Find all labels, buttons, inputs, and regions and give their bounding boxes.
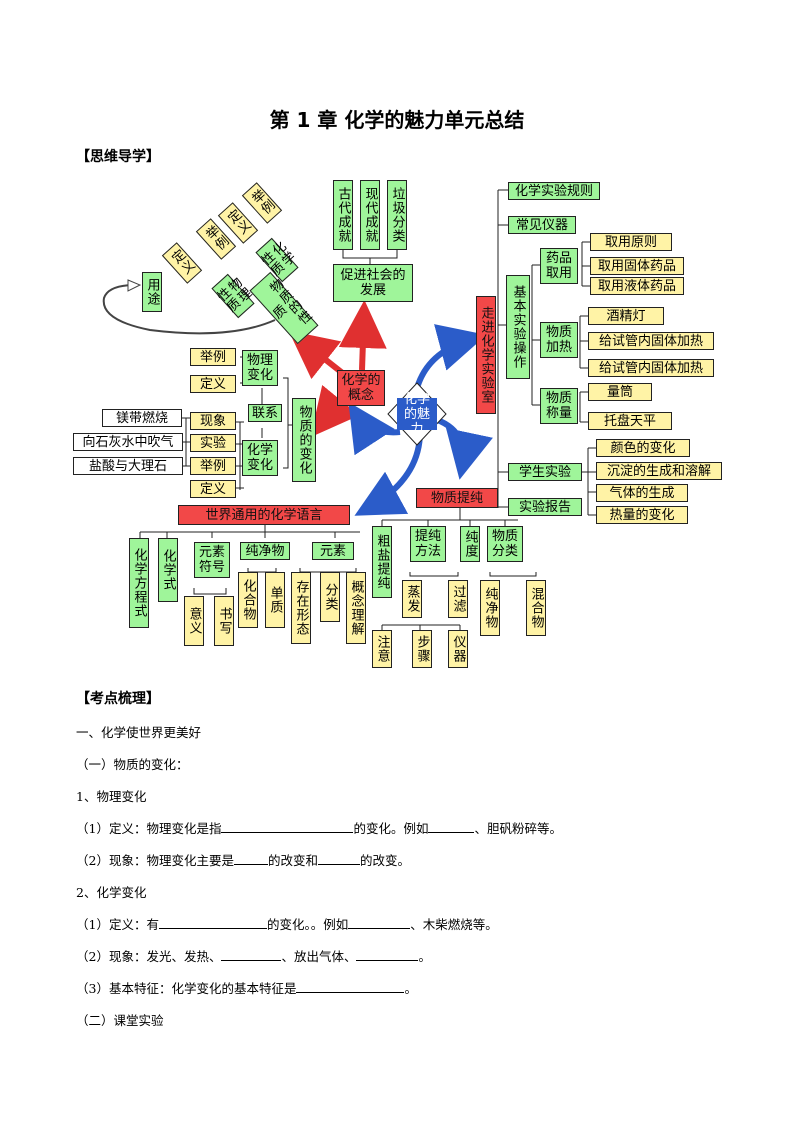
writing: 书写 [214, 596, 234, 646]
chem-example: 举例 [190, 457, 236, 475]
take-liquid: 取用液体药品 [590, 277, 684, 295]
example-limewater: 向石灰水中吹气 [73, 433, 183, 451]
purify-method: 提纯方法 [410, 526, 446, 562]
promote-society: 促进社会的发展 [333, 264, 413, 302]
salt-purify: 粗盐提纯 [372, 526, 392, 598]
substance-classify: 物质分类 [487, 526, 523, 562]
text-line-10: （二）课堂实验 [76, 1013, 164, 1028]
heat-solid-2: 给试管内固体加热 [588, 359, 714, 377]
heat-solid-1: 给试管内固体加热 [588, 332, 714, 350]
example-magnesium: 镁带燃烧 [102, 409, 182, 427]
color-change: 颜色的变化 [596, 439, 690, 457]
mind-map: 古代成就 现代成就 垃圾分类 促进社会的发展 化学的概念 化学的魅力 走进化学实… [0, 170, 794, 680]
weigh-substance: 物质称量 [540, 388, 578, 424]
history-garbage: 垃圾分类 [387, 180, 407, 250]
text-line-6: 2、化学变化 [76, 885, 147, 900]
text-line-5: （2）现象：物理变化主要是的改变和的改变。 [76, 853, 410, 868]
text-line-3: 1、物理变化 [76, 789, 147, 804]
heat-substance: 物质加热 [540, 322, 578, 358]
purity: 纯度 [460, 526, 480, 562]
relation: 联系 [248, 404, 282, 422]
precipitate-change: 沉淀的生成和溶解 [596, 462, 722, 480]
element-symbol: 元素符号 [194, 542, 230, 578]
text-line-8: （2）现象：发光、发热、、放出气体、。 [76, 949, 431, 964]
basic-operations: 基本实验操作 [506, 275, 530, 379]
chemistry-language: 世界通用的化学语言 [178, 505, 350, 525]
student-experiment: 学生实验 [508, 463, 582, 481]
meaning: 意义 [184, 596, 204, 646]
classification: 分类 [320, 572, 340, 622]
section-heading-mindmap: 【思维导学】 [76, 149, 160, 165]
steps: 步骤 [412, 630, 432, 668]
mixture-class: 混合物 [526, 580, 546, 636]
enter-lab: 走进化学实验室 [476, 296, 496, 414]
phys-example: 举例 [190, 348, 236, 366]
chemical-equation: 化学方程式 [129, 538, 149, 628]
chemistry-charm: 化学的魅力 [397, 392, 437, 437]
text-line-9: （3）基本特征：化学变化的基本特征是。 [76, 981, 417, 996]
experiment-report: 实验报告 [508, 498, 582, 516]
balance: 托盘天平 [588, 412, 672, 430]
compound: 化合物 [238, 572, 258, 628]
substance-change: 物质的变化 [292, 398, 316, 482]
alcohol-lamp: 酒精灯 [588, 307, 664, 325]
take-solid: 取用固体药品 [590, 257, 684, 275]
history-modern: 现代成就 [360, 180, 380, 250]
pure-substance-class: 纯净物 [480, 580, 500, 636]
lab-rules: 化学实验规则 [508, 182, 600, 200]
phys-definition: 定义 [190, 375, 236, 393]
heat-change: 热量的变化 [596, 506, 688, 524]
concept-understanding: 概念理解 [346, 572, 366, 644]
gas-generation: 气体的生成 [596, 484, 688, 502]
filter: 过滤 [448, 580, 468, 618]
text-line-2: （一）物质的变化： [76, 757, 189, 772]
history-ancient: 古代成就 [333, 180, 353, 250]
example-marble: 盐酸与大理石 [73, 457, 183, 475]
chem-experiment: 实验 [190, 434, 236, 452]
usage: 用途 [142, 272, 162, 312]
chemical-change: 化学变化 [242, 440, 278, 476]
chem-phenomenon: 现象 [190, 412, 236, 430]
measuring-cylinder: 量筒 [588, 383, 652, 401]
evaporate: 蒸发 [402, 580, 422, 618]
substance-purify: 物质提纯 [416, 488, 498, 508]
element: 元素 [312, 542, 354, 560]
chem-definition: 定义 [190, 480, 236, 498]
text-line-7: （1）定义：有的变化。。例如、木柴燃烧等。 [76, 917, 498, 932]
take-principle: 取用原则 [590, 233, 672, 251]
chemical-formula: 化学式 [158, 538, 178, 602]
simple-substance: 单质 [265, 572, 285, 628]
apparatus: 仪器 [448, 630, 468, 668]
note: 注意 [372, 630, 392, 668]
text-line-4: （1）定义：物理变化是指的变化。例如、胆矾粉碎等。 [76, 821, 562, 836]
take-drug: 药品取用 [540, 248, 578, 284]
physical-change: 物理变化 [242, 350, 278, 386]
existing-form: 存在形态 [291, 572, 311, 644]
page-title: 第 1 章 化学的魅力单元总结 [269, 108, 525, 132]
chemistry-concept: 化学的概念 [337, 370, 385, 406]
common-instruments: 常见仪器 [508, 216, 576, 234]
pure-substance: 纯净物 [240, 542, 290, 560]
text-line-1: 一、化学使世界更美好 [76, 725, 202, 740]
section-heading-points: 【考点梳理】 [76, 691, 160, 707]
